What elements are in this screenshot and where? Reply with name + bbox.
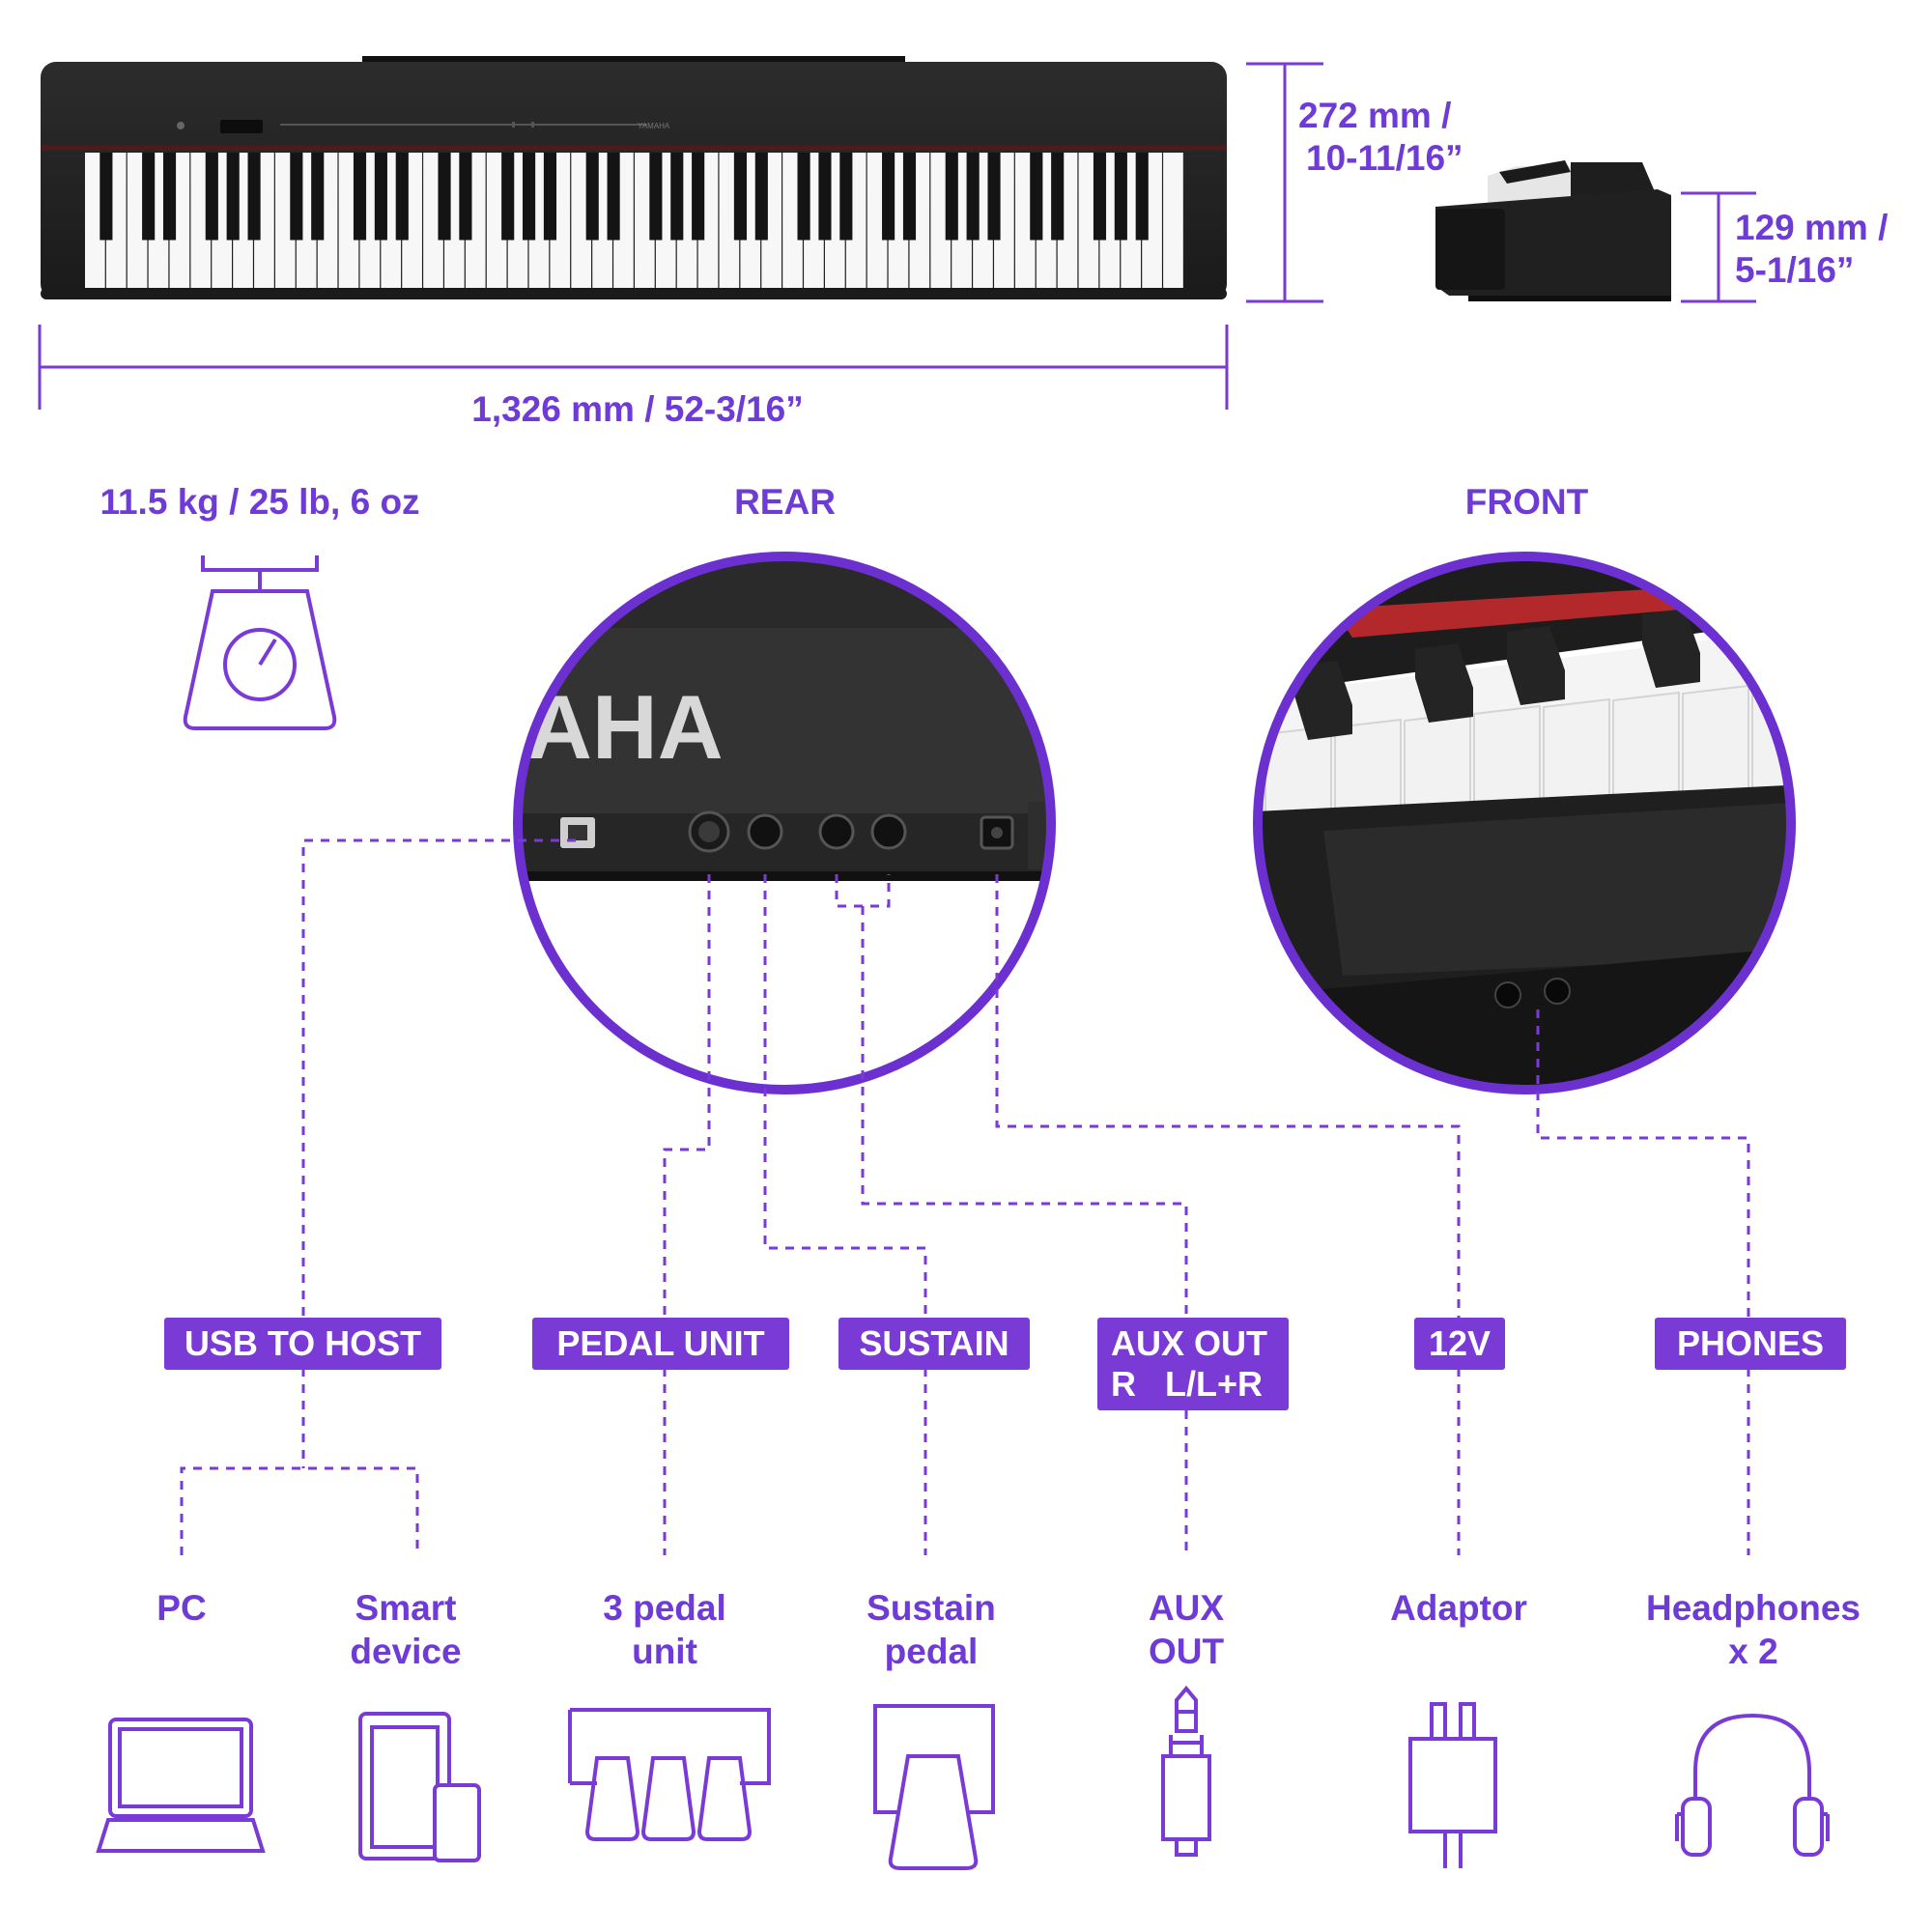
port-tag-sustain: SUSTAIN xyxy=(838,1318,1030,1370)
black-key xyxy=(1030,153,1043,241)
black-key xyxy=(247,153,261,241)
device-label-smart-device: Smart device xyxy=(350,1588,462,1671)
black-key xyxy=(902,153,917,241)
port-tag-line1: SUSTAIN xyxy=(859,1323,1009,1363)
black-key xyxy=(543,153,557,241)
black-key xyxy=(649,153,663,241)
device-label-aux-out: AUX OUT xyxy=(1148,1588,1225,1671)
tablet-phone-icon xyxy=(358,1712,481,1862)
black-key xyxy=(162,153,177,241)
depth-label-line2: 5-1/16” xyxy=(1735,250,1855,290)
rear-logo-text: AHA xyxy=(526,676,724,778)
black-key xyxy=(987,153,1001,241)
height-label-line1: 272 mm / xyxy=(1298,96,1452,135)
device-label-adaptor: Adaptor xyxy=(1390,1588,1527,1628)
device-label-pc: PC xyxy=(156,1588,207,1628)
port-tag-aux-out: AUX OUT R L/L+R xyxy=(1097,1318,1289,1410)
front-white-key xyxy=(1404,711,1471,815)
connector-lines xyxy=(180,838,1750,1555)
weight-scale-icon xyxy=(183,555,337,730)
power-adaptor-icon xyxy=(1408,1702,1497,1868)
black-key xyxy=(797,153,810,241)
device-label-headphones: Headphones x 2 xyxy=(1645,1588,1861,1671)
width-label: 1,326 mm / 52-3/16” xyxy=(471,389,804,429)
port-tag-line1: USB TO HOST xyxy=(184,1323,422,1363)
black-key xyxy=(142,153,156,241)
black-key xyxy=(311,153,325,241)
black-key xyxy=(839,153,853,241)
port-tag-line1: PHONES xyxy=(1676,1323,1825,1363)
black-key xyxy=(754,153,768,241)
black-key xyxy=(1114,153,1127,241)
front-white-key xyxy=(1473,704,1541,812)
depth-label: 129 mm / 5-1/16” xyxy=(1735,207,1928,292)
height-label: 272 mm / 10-11/16” xyxy=(1277,95,1470,180)
white-key xyxy=(1163,153,1183,294)
front-panel-closeup xyxy=(1253,552,1888,1094)
black-key xyxy=(733,153,747,241)
black-key xyxy=(1093,153,1107,241)
front-white-key xyxy=(1682,684,1749,804)
front-black-key xyxy=(1415,643,1473,723)
front-black-key xyxy=(1507,626,1565,705)
black-key xyxy=(290,153,303,241)
front-white-key xyxy=(1822,672,1888,796)
black-key xyxy=(1135,153,1149,241)
laptop-icon xyxy=(96,1718,266,1853)
front-black-key xyxy=(1642,609,1700,688)
sustain-pedal-icon xyxy=(873,1704,995,1870)
black-key xyxy=(226,153,240,241)
black-key xyxy=(205,153,218,241)
port-tag-line1: 12V xyxy=(1428,1323,1492,1363)
piano-side-view xyxy=(1435,160,1671,301)
port-tag-pedal-unit: PEDAL UNIT xyxy=(532,1318,789,1370)
pedal-unit-icon xyxy=(568,1708,771,1841)
port-tag-line1: PEDAL UNIT xyxy=(556,1323,765,1363)
depth-dimension-line xyxy=(1681,191,1756,303)
black-key xyxy=(882,153,895,241)
black-key xyxy=(692,153,705,241)
keyboard-keys xyxy=(85,153,1183,294)
device-label-3-pedal-unit: 3 pedal unit xyxy=(603,1588,726,1671)
black-key xyxy=(395,153,409,241)
front-white-key xyxy=(1543,697,1610,810)
weight-label: 11.5 kg / 25 lb, 6 oz xyxy=(99,482,420,522)
black-key xyxy=(438,153,451,241)
port-tag-line1: AUX OUT xyxy=(1111,1323,1267,1363)
front-black-key xyxy=(1294,661,1352,740)
height-dimension-line xyxy=(1246,62,1323,303)
depth-label-line1: 129 mm / xyxy=(1735,208,1889,247)
black-key xyxy=(501,153,515,241)
piano-top-view: YAMAHA xyxy=(41,56,1227,299)
device-label-sustain-pedal: Sustain pedal xyxy=(867,1588,996,1671)
black-key xyxy=(607,153,620,241)
front-heading: FRONT xyxy=(1464,482,1589,522)
port-tag-usb-to-host: USB TO HOST xyxy=(164,1318,441,1370)
port-tag-phones: PHONES xyxy=(1655,1318,1846,1370)
svg-text:YAMAHA: YAMAHA xyxy=(638,122,670,130)
port-tag-line2: R L/L+R xyxy=(1111,1364,1264,1404)
black-key xyxy=(945,153,958,241)
rear-panel-closeup: AHA xyxy=(513,552,1056,1094)
black-key xyxy=(523,153,536,241)
black-key xyxy=(585,153,599,241)
black-key xyxy=(670,153,684,241)
height-label-line2: 10-11/16” xyxy=(1306,138,1463,178)
black-key xyxy=(99,153,113,241)
black-key xyxy=(1051,153,1065,241)
headphones-icon xyxy=(1675,1713,1830,1857)
black-key xyxy=(818,153,832,241)
black-key xyxy=(353,153,367,241)
rear-heading: REAR xyxy=(734,482,836,522)
black-key xyxy=(374,153,387,241)
front-white-key xyxy=(1612,691,1680,807)
black-key xyxy=(459,153,472,241)
port-tag-12v: 12V xyxy=(1414,1318,1505,1370)
audio-jack-icon xyxy=(1161,1685,1211,1857)
width-dimension-line xyxy=(38,325,1229,410)
black-key xyxy=(966,153,980,241)
